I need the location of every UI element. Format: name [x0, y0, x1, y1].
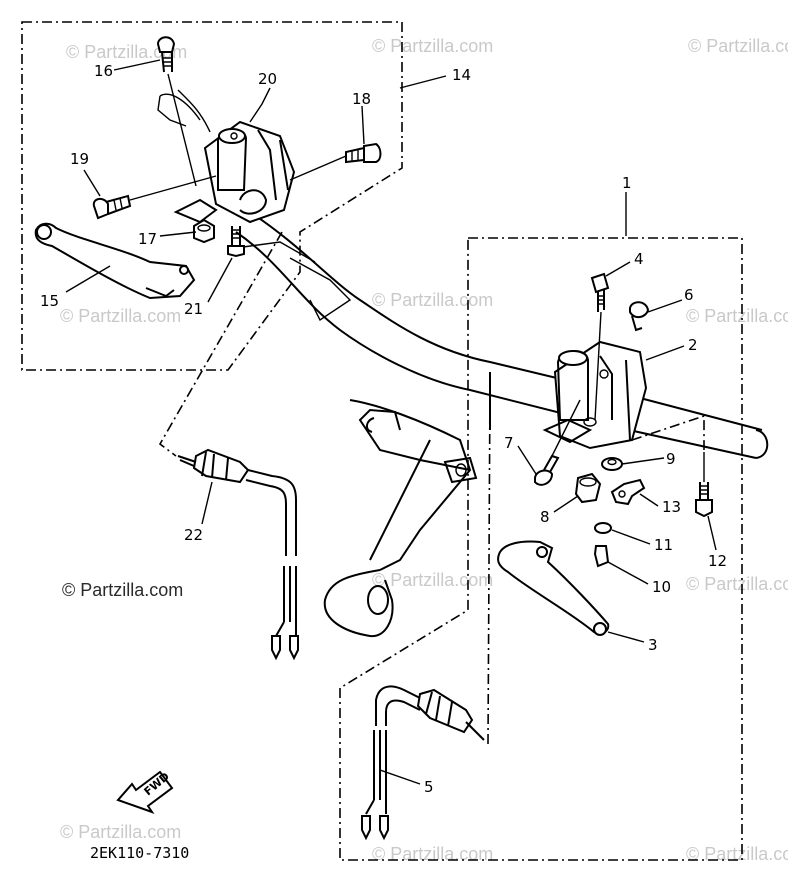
watermark: © Partzilla.com	[60, 306, 181, 326]
watermark: © Partzilla.com	[688, 36, 788, 56]
handlebar-bracket	[323, 372, 491, 638]
leader-lines	[65, 59, 717, 785]
watermark: © Partzilla.com	[60, 822, 181, 842]
watermark: © Partzilla.com	[372, 570, 493, 590]
callout-15: 15	[40, 292, 59, 310]
watermark: © Partzilla.com	[686, 574, 788, 594]
callout-14: 14	[452, 66, 471, 84]
callout-6: 6	[684, 286, 694, 304]
callout-1: 1	[622, 174, 632, 192]
callout-4: 4	[634, 250, 644, 268]
right-hardware	[497, 272, 713, 636]
callout-20: 20	[258, 70, 277, 88]
callout-10: 10	[652, 578, 671, 596]
group-box-14	[21, 21, 403, 371]
callout-2: 2	[688, 336, 698, 354]
callouts: 16 20 18 14 19 17 15 21 1 4 6 2 7 9 8 13…	[40, 62, 727, 796]
callout-18: 18	[352, 90, 371, 108]
switch-right-5	[361, 379, 491, 841]
callout-16: 16	[94, 62, 113, 80]
callout-5: 5	[424, 778, 434, 796]
callout-7: 7	[504, 434, 514, 452]
switch-left-22	[158, 231, 299, 661]
callout-12: 12	[708, 552, 727, 570]
watermark: © Partzilla.com	[686, 844, 788, 864]
watermark: © Partzilla.com	[372, 36, 493, 56]
callout-21: 21	[184, 300, 203, 318]
callout-19: 19	[70, 150, 89, 168]
watermark: © Partzilla.com	[372, 844, 493, 864]
watermark: © Partzilla.com	[372, 290, 493, 310]
watermark: © Partzilla.com	[686, 306, 788, 326]
watermark: © Partzilla.com	[62, 580, 183, 600]
callout-3: 3	[648, 636, 658, 654]
master-cylinder-right	[542, 340, 648, 450]
lever-holder-left	[157, 89, 296, 224]
left-hardware	[34, 36, 382, 300]
watermark: © Partzilla.com	[66, 42, 187, 62]
callout-13: 13	[662, 498, 681, 516]
callout-22: 22	[184, 526, 203, 544]
group-box-1	[339, 237, 743, 861]
fwd-arrow: FWD	[116, 770, 174, 814]
callout-17: 17	[138, 230, 157, 248]
watermarks: © Partzilla.com © Partzilla.com © Partzi…	[60, 36, 788, 864]
callout-8: 8	[540, 508, 550, 526]
callout-11: 11	[654, 536, 673, 554]
drawing-code: 2EK110-7310	[90, 844, 189, 862]
handlebar	[235, 211, 769, 459]
callout-9: 9	[666, 450, 676, 468]
